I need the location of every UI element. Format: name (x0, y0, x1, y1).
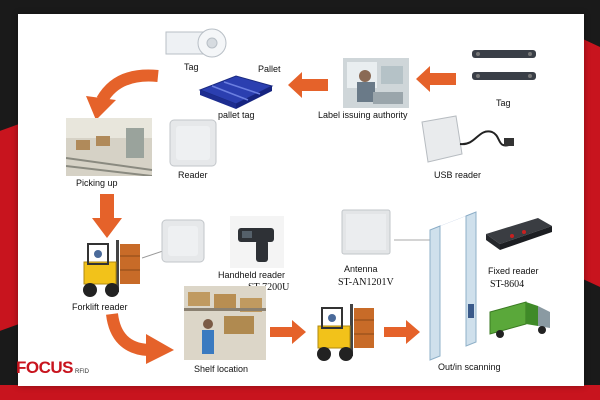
antenna-label: Antenna (344, 264, 378, 274)
logo-text: FOCUS (16, 358, 74, 377)
out-in-scanning-label: Out/in scanning (438, 362, 501, 372)
logo-subtext: RFID (75, 369, 89, 375)
tag-roll-image (165, 28, 227, 58)
flow-arrow-to-gate (384, 320, 420, 344)
label-issuing-authority-image (343, 58, 409, 108)
reader-label: Reader (178, 170, 208, 180)
flow-arrow-curve-top (86, 69, 159, 120)
fixed-model-label: ST-8604 (490, 279, 525, 290)
picking-up-image (66, 118, 152, 176)
antenna-model-label: ST-AN1201V (338, 277, 394, 288)
flow-arrow-down (92, 194, 122, 238)
truck-image (489, 301, 550, 338)
usb-reader-label: USB reader (434, 170, 482, 180)
flow-arrow-to-pallet (288, 72, 328, 98)
usb-reader-image (421, 115, 514, 163)
pallet-tag-label: pallet tag (218, 110, 255, 120)
tag-right-label: Tag (496, 98, 511, 108)
antenna-connector-line (394, 239, 434, 241)
pallet-label: Pallet (258, 64, 281, 74)
handheld-reader-label: Handheld reader (218, 270, 286, 280)
tag-top-label: Tag (184, 62, 199, 72)
forklift-reader-image (83, 240, 140, 297)
forklift-reader-label: Forklift reader (72, 302, 128, 312)
shelf-location-label: Shelf location (194, 364, 249, 374)
background-band-bottom (0, 385, 600, 400)
fixed-reader-label: Fixed reader (488, 266, 539, 276)
handheld-reader-image (230, 216, 284, 268)
rfid-gate-image (429, 211, 477, 361)
handheld-model-label: ST-7200U (248, 282, 290, 293)
label-issuing-authority-label: Label issuing authority (318, 110, 408, 120)
workflow-diagram-panel: Tag Pallet pallet tag Label issuing auth… (18, 14, 584, 386)
antenna-image (341, 209, 391, 255)
flow-arrow-to-forklift (270, 320, 306, 344)
fixed-reader-image (486, 218, 552, 250)
forklift-image (317, 304, 374, 361)
forklift-reader-device-image (161, 219, 205, 263)
tag-strips-image (472, 50, 536, 80)
shelf-location-image (184, 286, 266, 360)
picking-up-label: Picking up (76, 178, 118, 188)
flow-arrow-curve-bottom (106, 313, 174, 364)
reader-image (169, 119, 217, 167)
pallet-image (198, 75, 274, 109)
flow-arrow-to-label-authority (416, 66, 456, 92)
